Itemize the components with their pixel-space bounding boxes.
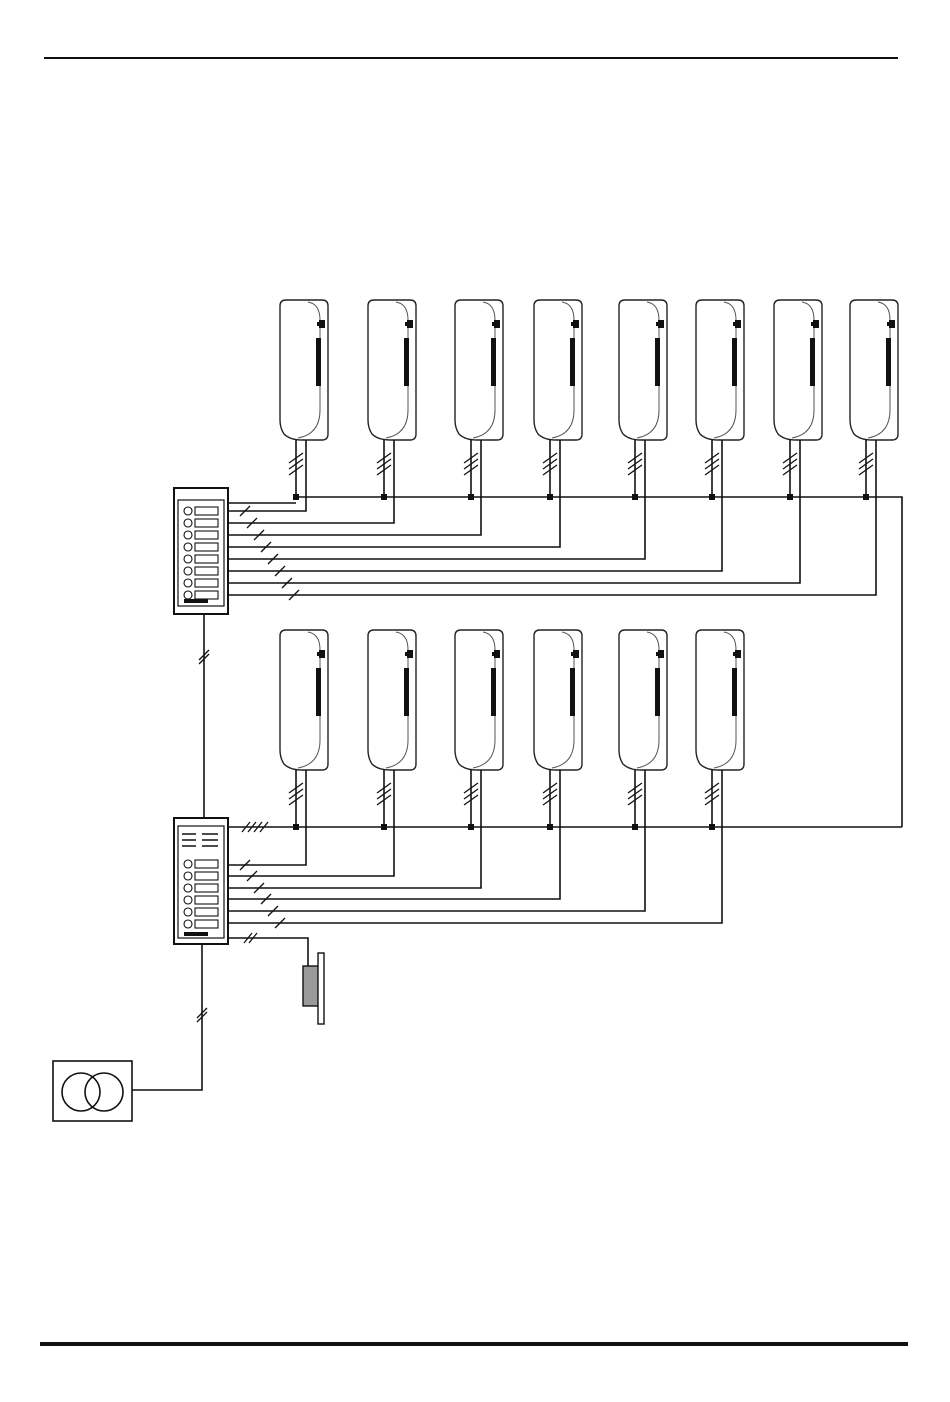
call-button-icon [184,884,218,892]
handset-icon [774,300,822,440]
wiring [132,440,902,1090]
handset-icon [619,300,667,440]
call-button-icon [184,591,218,599]
call-button-icon [184,872,218,880]
handset-icon [534,630,582,770]
handset-icon [696,630,744,770]
call-button-icon [184,555,218,563]
call-button-icon [184,908,218,916]
lower-monitor-row [280,630,744,770]
handset-icon [455,630,503,770]
handset-icon [619,630,667,770]
transformer-icon [53,1061,132,1121]
handset-icon [850,300,898,440]
upper-panel-logo [184,599,208,603]
call-button-icon [184,567,218,575]
upper-monitor-row [280,300,898,440]
upper-door-panel [174,488,228,614]
handset-icon [534,300,582,440]
handset-icon [368,300,416,440]
call-button-icon [184,543,218,551]
call-button-icon [184,507,218,515]
handset-icon [455,300,503,440]
call-button-icon [184,531,218,539]
handset-icon [280,300,328,440]
call-button-icon [184,920,218,928]
handset-icon [696,300,744,440]
handset-icon [280,630,328,770]
call-button-icon [184,860,218,868]
call-button-icon [184,579,218,587]
call-button-icon [184,519,218,527]
handset-icon [368,630,416,770]
call-button-icon [184,896,218,904]
lower-door-panel [174,818,228,944]
lower-panel-logo [184,932,208,936]
door-lock-icon [303,953,324,1024]
